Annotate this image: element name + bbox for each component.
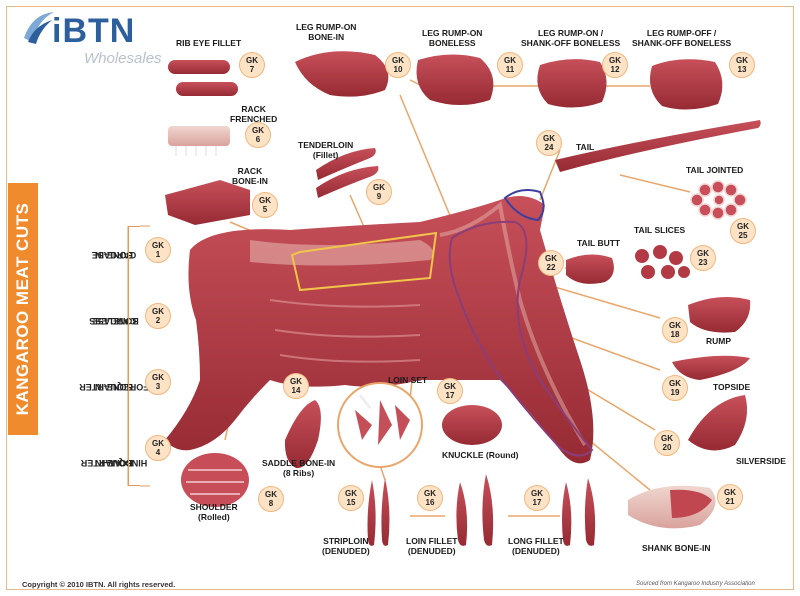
label-tail-jointed: TAIL JOINTED [686, 165, 744, 175]
tail-image [555, 120, 761, 172]
logo-swoosh-icon [24, 12, 54, 44]
tenderloin-highlight [290, 231, 438, 292]
label-rump: RUMP [706, 336, 732, 346]
striploin-image [367, 478, 390, 546]
label-shoulder: SHOULDER(Rolled) [190, 502, 238, 522]
label-tail-slices: TAIL SLICES [634, 225, 686, 235]
label-leg-rump-off-shank-off: LEG RUMP-OFF /SHANK-OFF BONELESS [632, 28, 732, 48]
label-leg-rump-on-shank-off: LEG RUMP-ON /SHANK-OFF BONELESS [521, 28, 621, 48]
logo-sub: Wholesales [84, 50, 162, 67]
label-knuckle: KNUCKLE (Round) [442, 450, 519, 460]
title-banner: KANGAROO MEAT CUTS [8, 183, 38, 435]
label-tail-butt: TAIL BUTT [577, 238, 621, 248]
shank-bone-in-image [628, 485, 716, 529]
label-topside: TOPSIDE [713, 382, 751, 392]
label-saddle-bone-in: SADDLE BONE-IN(8 Ribs) [262, 458, 336, 478]
loin-set-image [337, 382, 423, 468]
label-tenderloin: TENDERLOIN(Fillet) [298, 140, 354, 160]
leg-rump-off-shank-off-image [649, 59, 723, 110]
rack-bone-in-image [165, 180, 250, 225]
label-striploin: STRIPLOIN(DENUDED) [322, 536, 370, 556]
leg-rump-on-shank-off-image [537, 59, 607, 108]
label-loin-fillet: LOIN FILLET(DENUDED) [406, 536, 458, 556]
silverside-image [688, 395, 748, 451]
side-labels-bracket [128, 226, 140, 486]
loin-fillet-image [456, 474, 494, 546]
label-rib-eye-fillet: RIB EYE FILLET [176, 38, 242, 48]
label-long-fillet: LONG FILLET(DENUDED) [508, 536, 564, 556]
saddle-bone-in-image [284, 400, 321, 469]
knuckle-image [442, 405, 502, 445]
leg-rump-on-boneless-image [416, 54, 494, 105]
carcase-image [165, 196, 594, 464]
tail-butt-image [566, 254, 614, 284]
label-tail: TAIL [576, 142, 595, 152]
tenderloin-image [316, 148, 379, 198]
logo-brand: iBTN [52, 12, 136, 50]
topside-image [672, 355, 750, 380]
rump-image [688, 296, 751, 333]
leg-rump-on-bone-in-image [295, 51, 389, 97]
rack-frenched-image [168, 126, 230, 156]
leg-highlight [448, 220, 594, 457]
rib-eye-fillet-image [168, 60, 238, 96]
label-loin-set: LOIN SET [388, 375, 428, 385]
source-text: Sourced from Kangaroo Industry Associati… [636, 581, 755, 587]
label-shank-bone-in: SHANK BONE-IN [642, 543, 711, 553]
tail-jointed-image [690, 180, 747, 220]
tail-slices-image [635, 245, 690, 279]
label-silverside: SILVERSIDE [736, 456, 786, 466]
long-fillet-image [562, 478, 596, 546]
copyright-text: Copyright © 2010 IBTN. All rights reserv… [22, 580, 176, 589]
shoulder-image [181, 453, 249, 507]
tail-highlight [503, 189, 545, 222]
ibtn-logo: iBTN Wholesales [18, 8, 168, 70]
